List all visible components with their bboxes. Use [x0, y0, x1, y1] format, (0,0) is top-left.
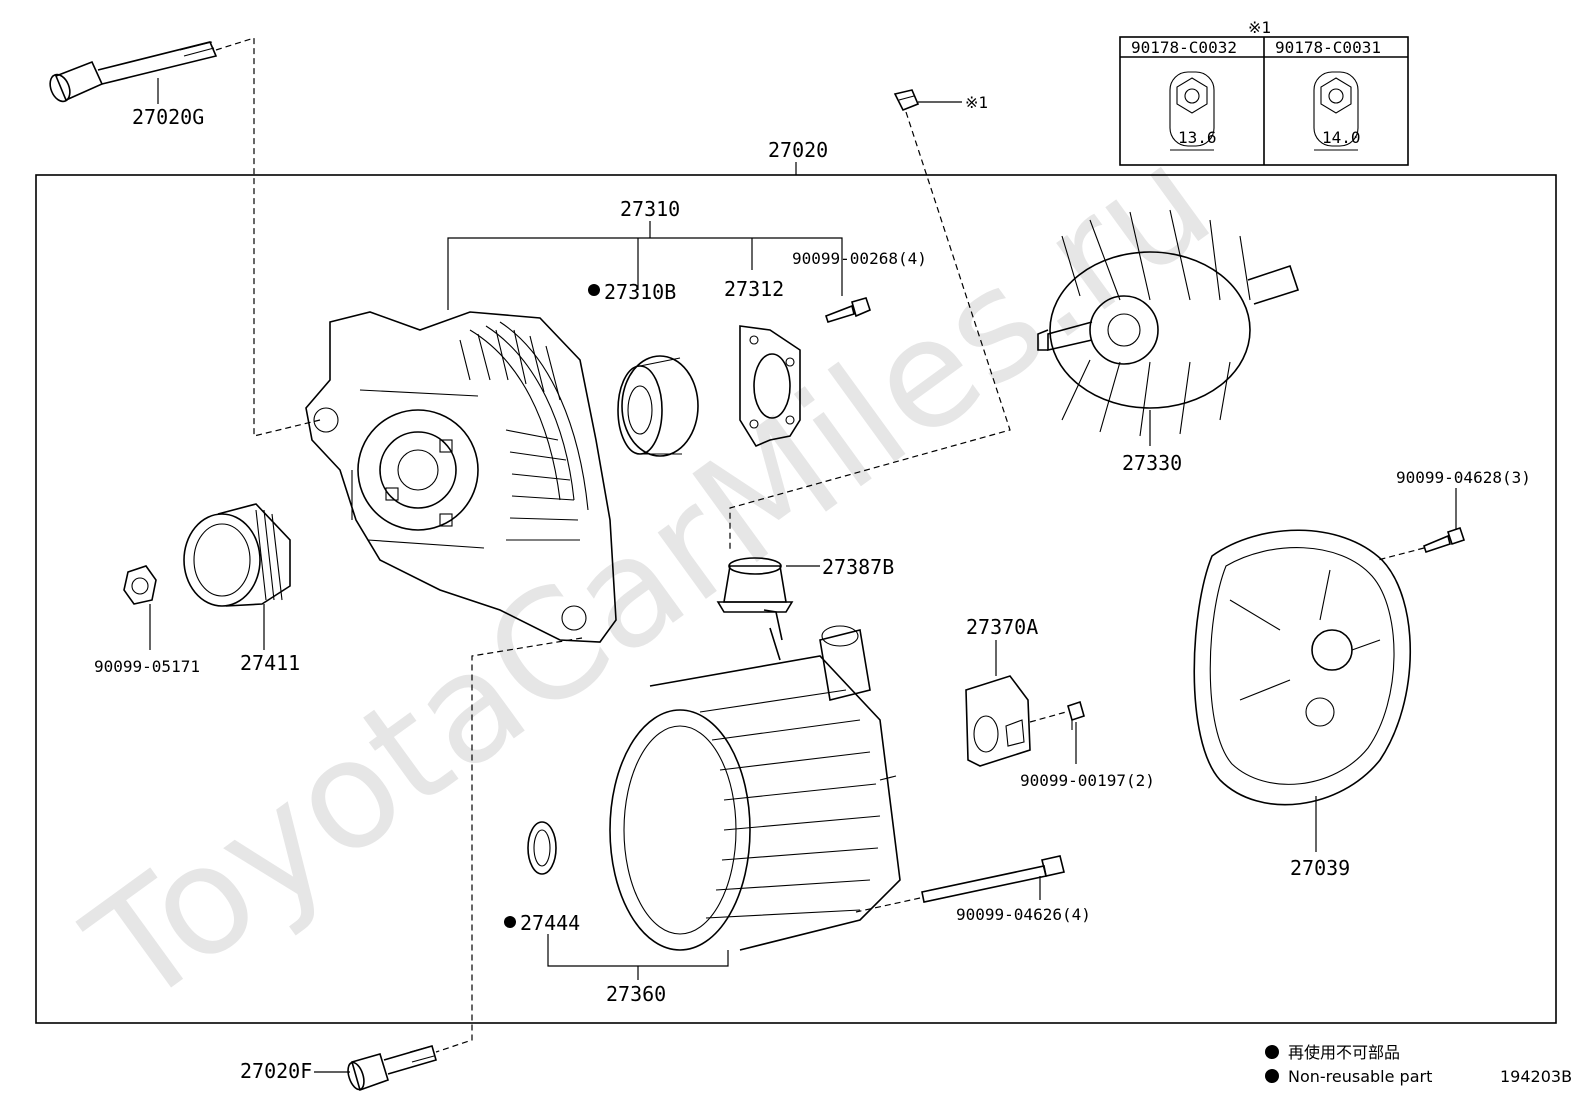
label-90099-05171: 90099-05171 [94, 657, 200, 676]
label-90099-00268: 90099-00268(4) [792, 249, 927, 268]
label-27310: 27310 [620, 197, 680, 221]
table-col1-part: 90178-C0032 [1131, 38, 1237, 57]
rear-cover-27039 [1193, 529, 1412, 806]
label-27360: 27360 [606, 982, 666, 1006]
bolt-90099-04626 [921, 855, 1065, 903]
screw-90099-04628 [1423, 526, 1466, 554]
label-27039: 27039 [1290, 856, 1350, 880]
rotor-27330 [1037, 209, 1300, 437]
retainer-plate-27312 [739, 325, 801, 448]
stator-housing [609, 609, 901, 951]
table-note-mark: ※1 [1248, 18, 1271, 37]
label-27020: 27020 [768, 138, 828, 162]
legend: 再使用不可部品 Non-reusable part [1265, 1043, 1432, 1086]
label-27020f: 27020F [240, 1059, 312, 1083]
bolt-27020f [347, 1045, 437, 1092]
bolt-27020g [49, 41, 218, 103]
label-27444: 27444 [520, 911, 580, 935]
non-reusable-dot [1265, 1045, 1279, 1059]
nut-icon [1169, 71, 1215, 151]
legend-line-ja: 再使用不可部品 [1288, 1043, 1400, 1062]
nut-reference-table: ※1 90178-C0032 90178-C0031 13.6 14.0 [1119, 18, 1409, 166]
diagram-id: 194203B [1500, 1067, 1572, 1086]
label-27330: 27330 [1122, 451, 1182, 475]
brush-holder-27370a [965, 675, 1031, 767]
label-90099-00197: 90099-00197(2) [1020, 771, 1155, 790]
non-reusable-dot [504, 916, 516, 928]
label-note-x1: ※1 [965, 93, 988, 112]
table-col1-dim: 13.6 [1178, 128, 1217, 147]
bearing-27310b [617, 355, 699, 457]
nut-x1 [893, 89, 920, 112]
watermark: ToyotaCarMiles.ru [58, 114, 1241, 1040]
screw-90099-00197 [1067, 700, 1085, 730]
grommet-27387b [716, 557, 794, 613]
label-27370a: 27370A [966, 615, 1038, 639]
label-27020g: 27020G [132, 105, 204, 129]
non-reusable-dot [588, 284, 600, 296]
label-90099-04628: 90099-04628(3) [1396, 468, 1531, 487]
nut-icon [1313, 71, 1359, 151]
pulley-27411 [183, 503, 291, 607]
drive-end-frame [305, 311, 617, 643]
label-90099-04626: 90099-04626(4) [956, 905, 1091, 924]
non-reusable-dot [1265, 1069, 1279, 1083]
legend-line-en: Non-reusable part [1288, 1067, 1432, 1086]
washer-27444 [527, 821, 557, 875]
label-27387b: 27387B [822, 555, 894, 579]
label-27312: 27312 [724, 277, 784, 301]
label-27411: 27411 [240, 651, 300, 675]
screw-90099-00268 [824, 297, 871, 323]
nut-90099-05171 [123, 565, 157, 605]
table-col2-dim: 14.0 [1322, 128, 1361, 147]
table-col2-part: 90178-C0031 [1275, 38, 1381, 57]
label-27310b: 27310B [604, 280, 676, 304]
